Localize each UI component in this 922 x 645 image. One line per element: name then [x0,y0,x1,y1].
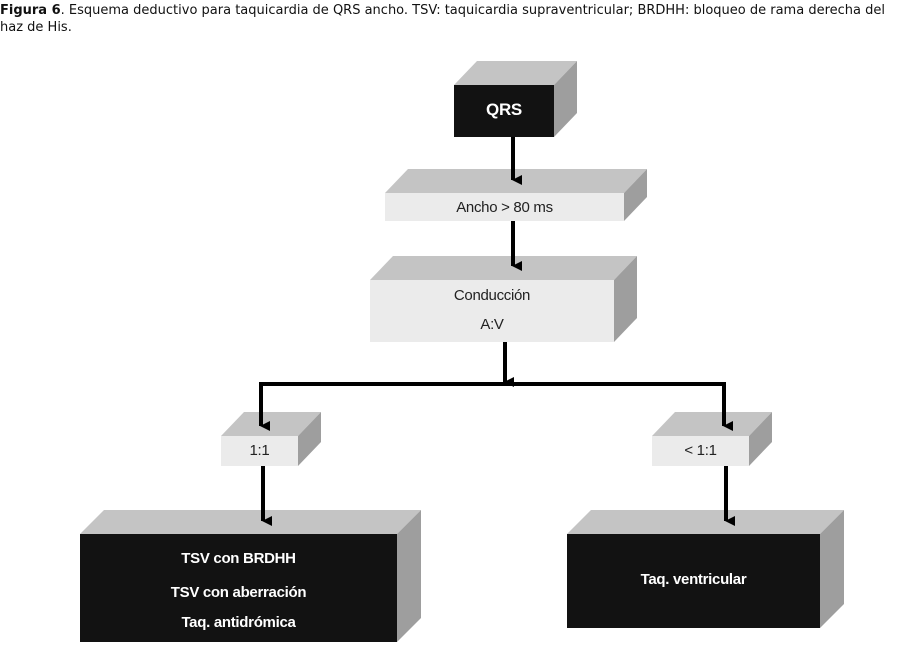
caption-text-2: haz de His. [0,20,72,35]
av-label: A:V [480,316,504,333]
qrs-label: QRS [486,100,522,119]
taq-ventricular-label: Taq. ventricular [640,571,747,588]
caption-figure-label: Figura 6 [0,3,61,18]
branch-connector [259,382,726,424]
conduccion-label: Conducción [453,287,531,304]
caption-text-1: . Esquema deductivo para taquicardia de … [60,3,885,18]
caption-line-1: Figura 6. Esquema deductivo para taquica… [0,2,922,19]
conduccion-box [370,256,637,342]
tsv-aberracion-label: TSV con aberración [170,584,307,601]
result-right-box [567,510,844,628]
ratio-equal-box [221,412,321,466]
ratio-equal-label: 1:1 [249,442,270,459]
tsv-brdhh-label: TSV con BRDHH [181,550,296,567]
qrs-box [454,61,577,137]
ancho-label: Ancho > 80 ms [456,199,553,216]
ratio-less-box [652,412,772,466]
figure-caption: Figura 6. Esquema deductivo para taquica… [0,2,922,36]
ancho-box [385,169,647,221]
taq-antidromica-label: Taq. antidrómica [181,614,296,631]
result-left-box [80,510,421,642]
ratio-less-label: < 1:1 [684,442,717,459]
